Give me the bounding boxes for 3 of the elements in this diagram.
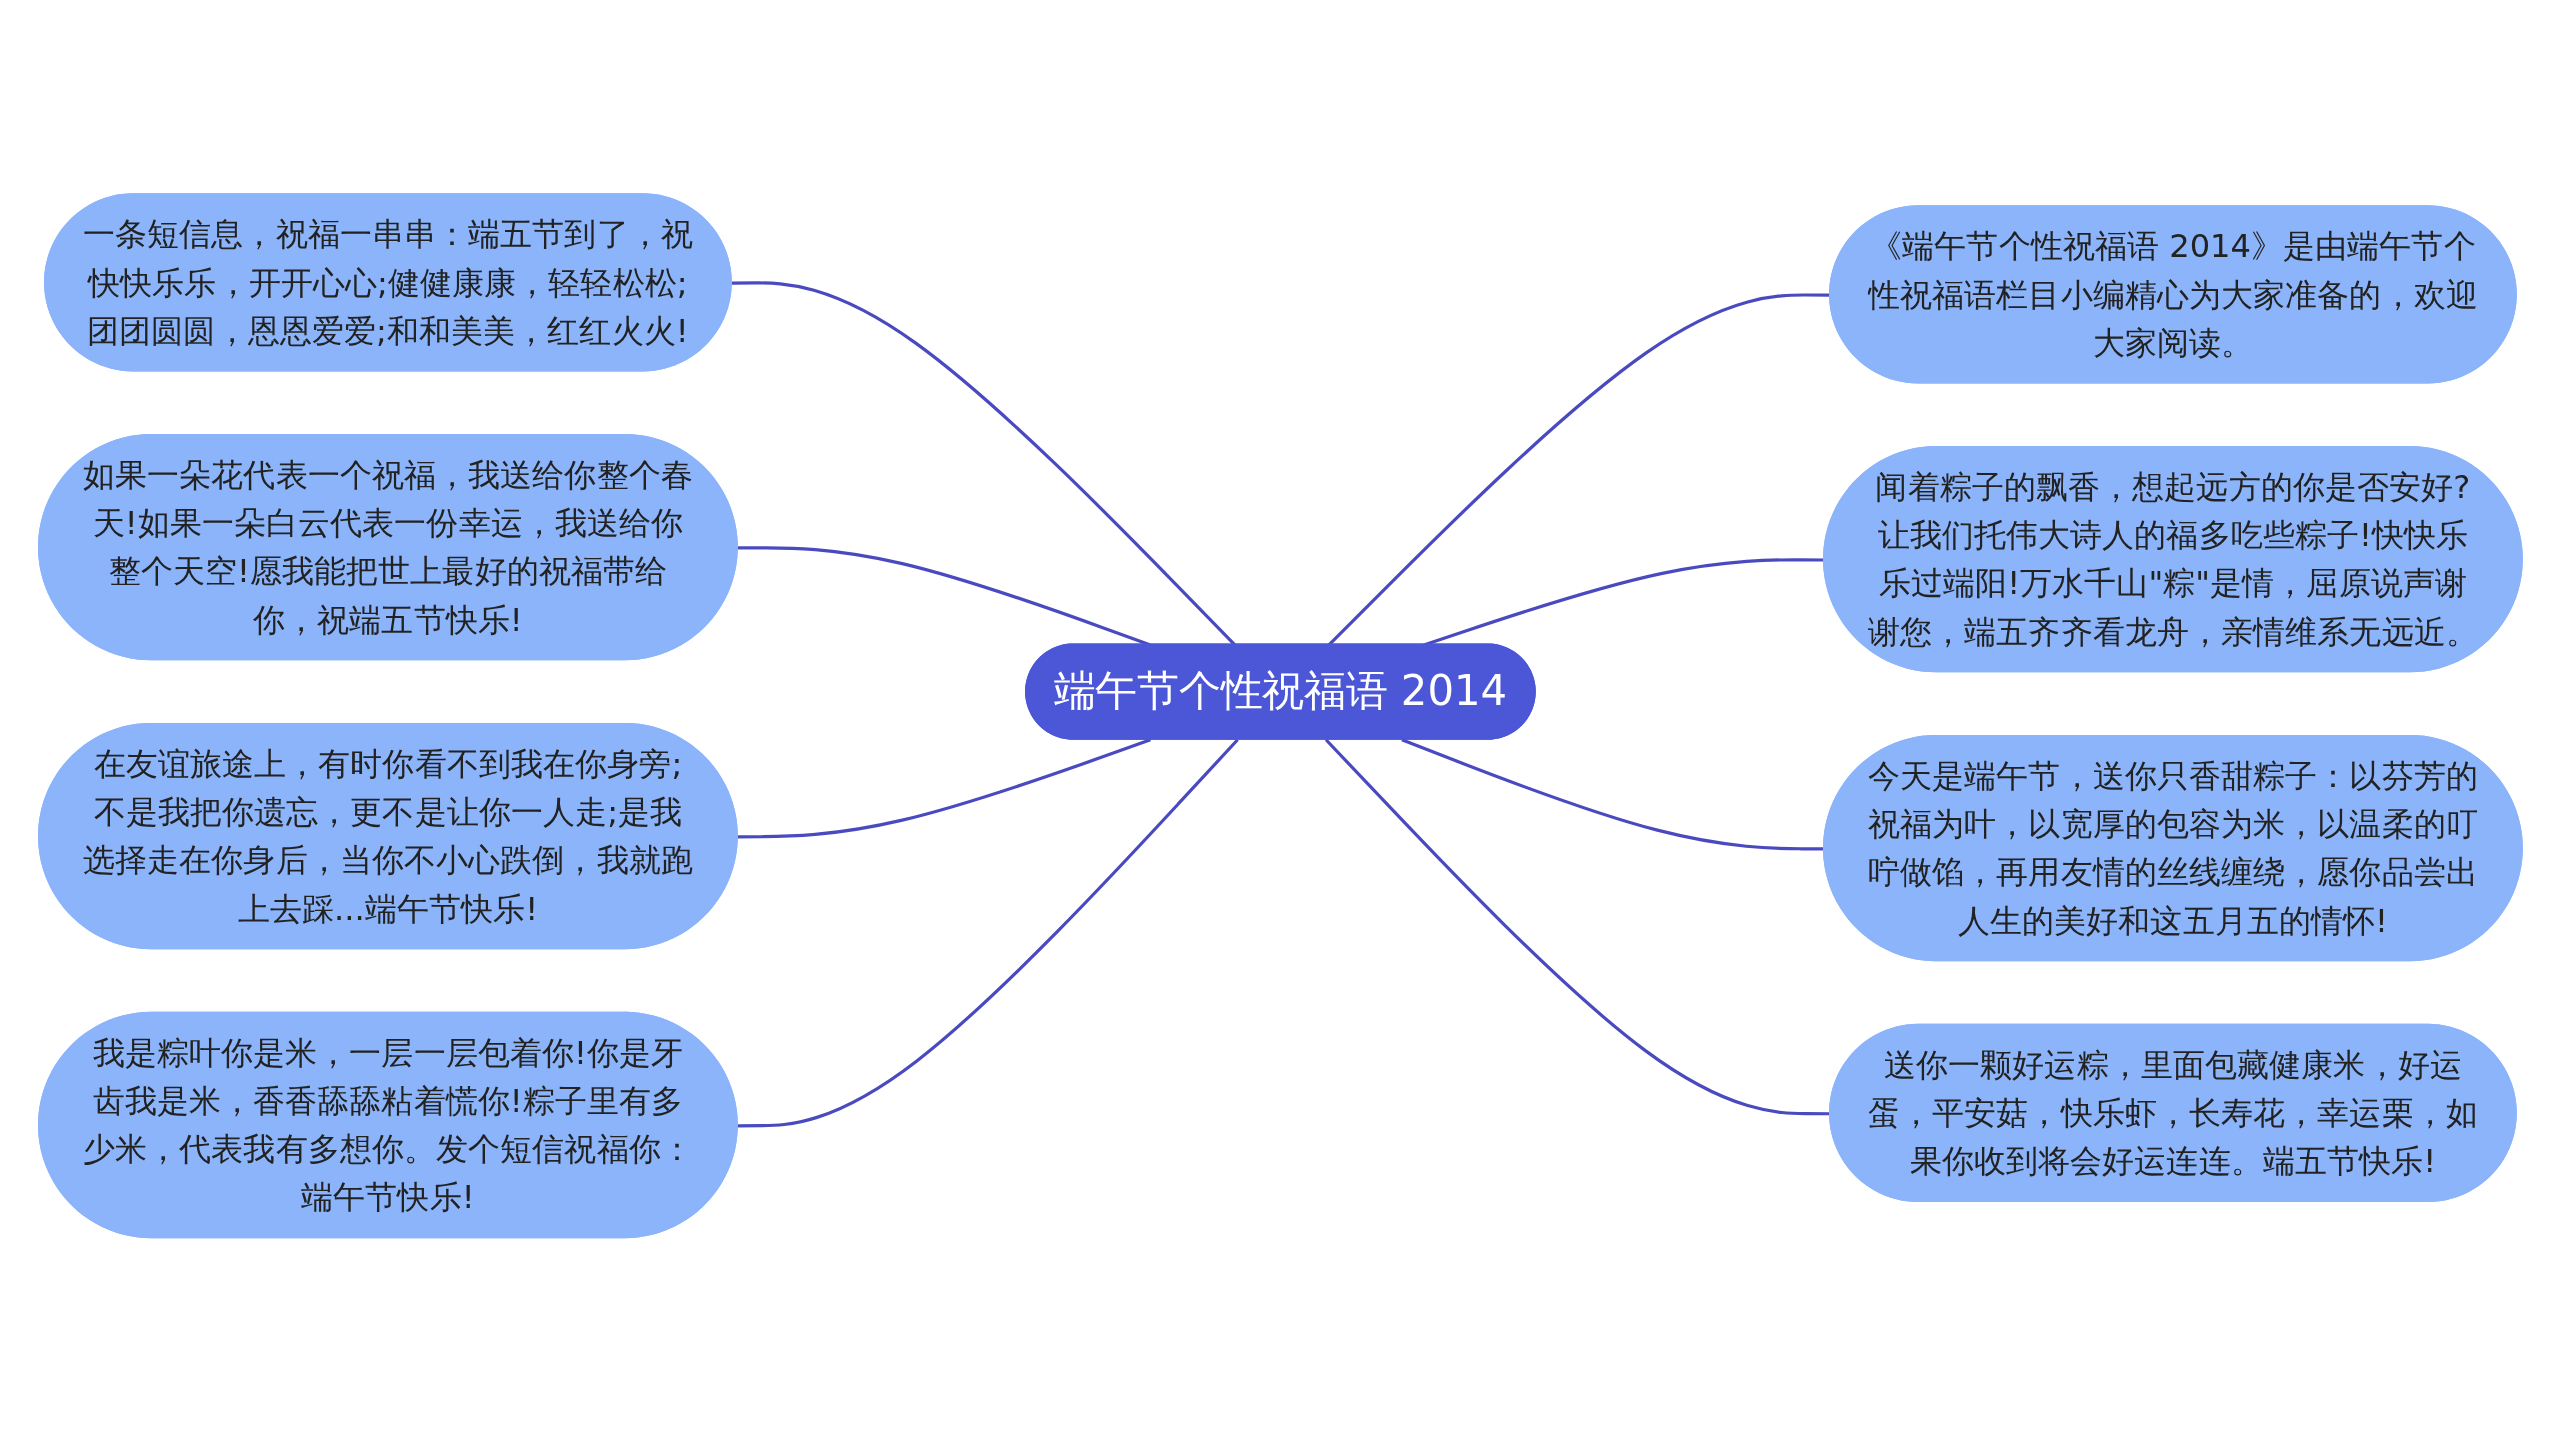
connector — [1324, 738, 1831, 1116]
connector — [737, 738, 1151, 839]
connector — [737, 739, 1239, 1128]
